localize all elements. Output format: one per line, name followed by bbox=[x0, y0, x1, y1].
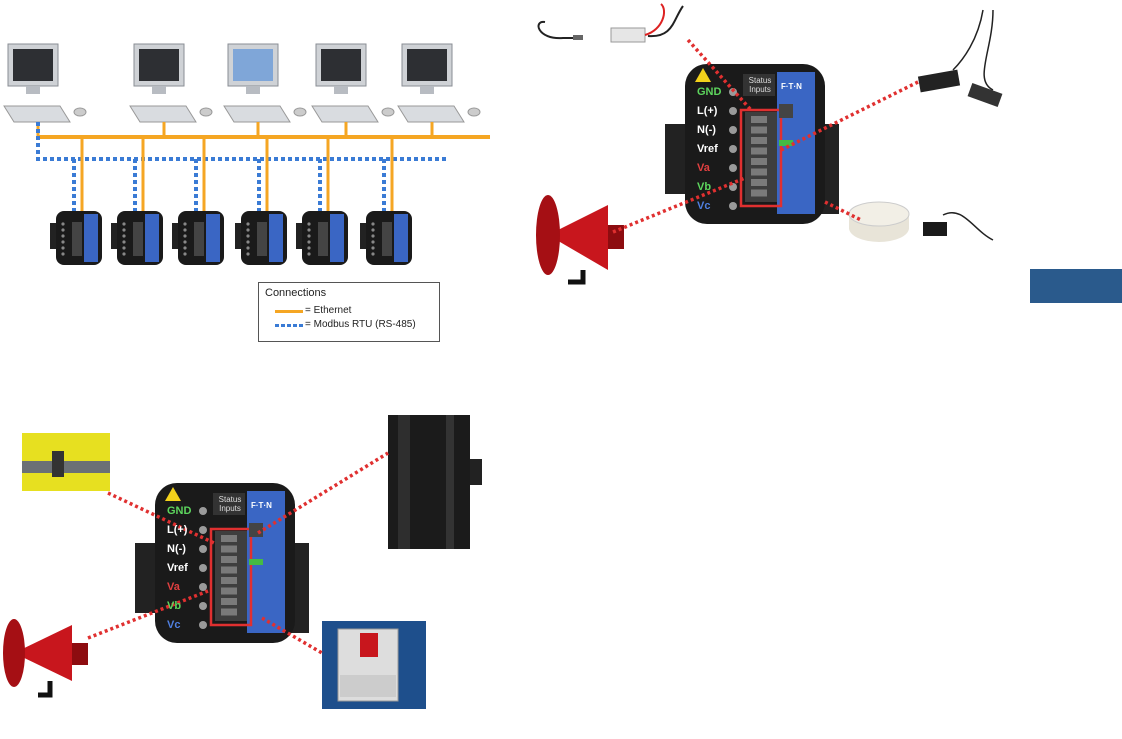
computer-icon bbox=[3, 43, 87, 123]
terminal-label: Vref bbox=[167, 562, 188, 574]
terminal-label: L(+) bbox=[167, 524, 188, 536]
terminal-label: GND bbox=[167, 505, 192, 517]
computer-icon bbox=[311, 43, 395, 123]
pipe-sensor-icon bbox=[22, 433, 110, 491]
terminal-label: N(-) bbox=[167, 543, 186, 555]
brand-logo: F·T·N bbox=[781, 82, 802, 91]
device-diagram-bottom bbox=[3, 415, 482, 709]
device-diagram-top bbox=[536, 3, 1003, 285]
power-meter-icon bbox=[50, 211, 102, 265]
legend-title: Connections bbox=[265, 287, 327, 299]
connections-legend: Connections = Ethernet = Modbus RTU (RS-… bbox=[258, 282, 440, 342]
link-lines-top bbox=[612, 38, 919, 234]
door-sensor-icon bbox=[917, 9, 1003, 108]
power-meter-device-bottom bbox=[135, 483, 309, 643]
legend-ethernet-label: = Ethernet bbox=[305, 305, 352, 316]
terminal-label: Vc bbox=[167, 619, 181, 631]
terminal-label: Va bbox=[697, 162, 710, 174]
brand-logo: F·T·N bbox=[251, 501, 272, 510]
computer-icon bbox=[223, 43, 307, 123]
network-diagram-panel: Connections = Ethernet = Modbus RTU (RS-… bbox=[0, 8, 490, 345]
siren-horn-icon-2 bbox=[3, 619, 88, 698]
legend-modbus-label: = Modbus RTU (RS-485) bbox=[305, 319, 416, 330]
terminal-label: L(+) bbox=[697, 105, 718, 117]
power-meter-icon bbox=[296, 211, 348, 265]
terminal-label: N(-) bbox=[697, 124, 716, 136]
terminal-label: Vref bbox=[697, 143, 718, 155]
power-meter-icon bbox=[360, 211, 412, 265]
link-lines-bottom bbox=[87, 451, 389, 655]
computer-icon bbox=[397, 43, 481, 123]
power-meter-icon bbox=[235, 211, 287, 265]
circuit-breaker-icon bbox=[322, 621, 426, 709]
network-diagram-svg bbox=[3, 43, 490, 265]
terminal-label: Va bbox=[167, 581, 180, 593]
terminal-label: Vc bbox=[697, 200, 711, 212]
status-inputs-label: Status Inputs bbox=[748, 76, 772, 94]
server-rack-icon bbox=[388, 415, 482, 549]
modbus-bus bbox=[36, 122, 448, 161]
siren-horn-icon bbox=[536, 195, 624, 285]
terminal-label: Vb bbox=[697, 181, 712, 193]
status-inputs-label: Status Inputs bbox=[218, 495, 242, 513]
power-meter-icon bbox=[111, 211, 163, 265]
computer-icon bbox=[129, 43, 213, 123]
power-meter-device-top bbox=[665, 64, 839, 224]
terminal-label: Vb bbox=[167, 600, 182, 612]
smoke-detector-icon bbox=[848, 201, 994, 242]
terminal-label: GND bbox=[697, 86, 722, 98]
power-meter-icon bbox=[172, 211, 224, 265]
section-tab bbox=[1030, 269, 1122, 303]
temperature-probe-icon bbox=[537, 3, 684, 43]
